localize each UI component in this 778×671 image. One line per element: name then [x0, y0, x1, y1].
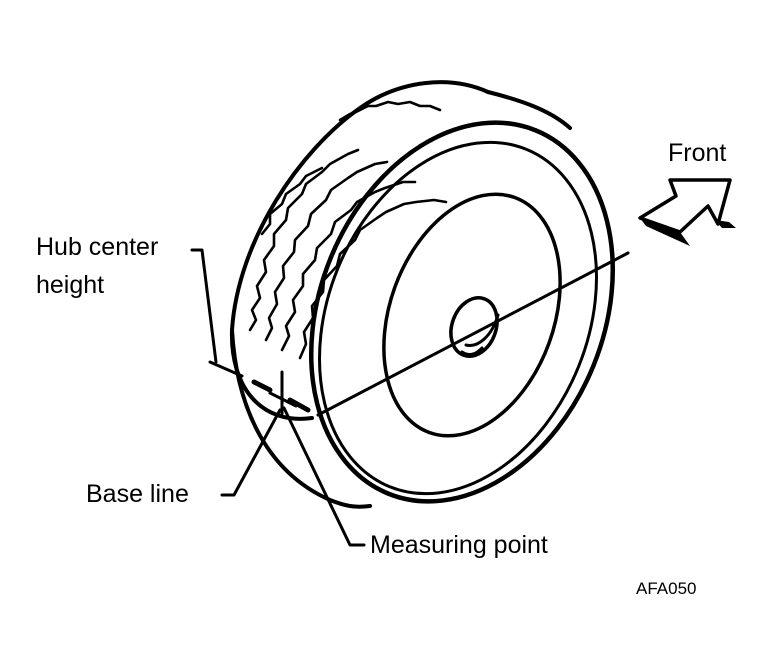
label-hub-center-height-1: Hub center	[36, 233, 158, 261]
label-base-line: Base line	[86, 480, 189, 508]
hub-shoulder	[460, 346, 484, 357]
hub-center-height-line-c	[287, 397, 311, 413]
figure-code: AFA050	[636, 579, 697, 598]
label-hub-center-height-2: height	[36, 271, 104, 299]
tire-top-edge	[486, 90, 572, 130]
block-arrow-icon	[638, 178, 736, 246]
cross-mark-horizontal	[268, 391, 298, 408]
hub	[449, 296, 499, 358]
wheel-disc	[382, 192, 562, 438]
leader-measuring-point	[282, 406, 366, 547]
leader-lines	[190, 248, 366, 547]
label-front: Front	[668, 139, 726, 167]
front-arrow-depth	[640, 218, 690, 246]
tire-bottom-edge	[230, 328, 372, 509]
hub-inner-curve	[464, 313, 500, 347]
hub-center-height-line-a	[208, 360, 244, 378]
tread-pattern	[248, 100, 448, 360]
leader-hub-center-height	[190, 248, 218, 364]
hub-center-height-line-b	[251, 379, 273, 393]
base-line	[316, 251, 630, 417]
label-measuring-point: Measuring point	[370, 531, 548, 559]
tire-tread-outline	[229, 80, 490, 421]
tire	[229, 80, 615, 509]
leader-base-line	[220, 408, 282, 497]
tire-sidewall-inner	[318, 140, 598, 496]
tire-sidewall-outer	[309, 120, 615, 504]
measurement-lines	[208, 251, 630, 417]
front-arrow-face	[638, 178, 732, 234]
